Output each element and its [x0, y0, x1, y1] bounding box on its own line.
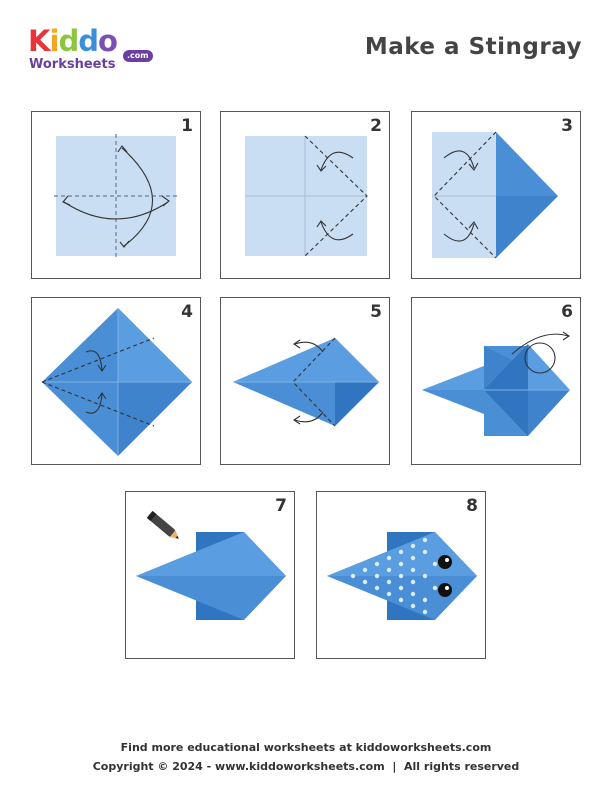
- step-1-diagram: [54, 134, 178, 258]
- logo-letter: i: [49, 24, 59, 58]
- logo-letter: o: [97, 24, 118, 58]
- logo-wordmark: Kiddo: [28, 24, 118, 58]
- eye-icon: [438, 555, 452, 569]
- step-8-diagram: [327, 532, 477, 620]
- step-3-panel: 3: [411, 111, 581, 279]
- step-number: 4: [181, 302, 193, 322]
- step-5-panel: 5: [220, 297, 390, 465]
- step-6-diagram: [422, 331, 570, 436]
- step-number: 7: [275, 496, 287, 516]
- logo-letter: d: [58, 24, 79, 58]
- pencil-icon: [146, 510, 179, 539]
- step-7-diagram: [136, 510, 286, 620]
- step-1-panel: 1: [31, 111, 201, 279]
- step-number: 2: [370, 116, 382, 136]
- step-5-diagram: [233, 337, 379, 427]
- step-number: 1: [181, 116, 193, 136]
- step-number: 8: [466, 496, 478, 516]
- eye-icon: [438, 583, 452, 597]
- footer-line-2: Copyright © 2024 - www.kiddoworksheets.c…: [92, 760, 520, 773]
- footer-line-1: Find more educational worksheets at kidd…: [120, 741, 492, 754]
- step-8-panel: 8: [316, 491, 486, 659]
- logo-subtitle: Worksheets: [29, 57, 116, 72]
- step-4-panel: 4: [31, 297, 201, 465]
- logo-letter: d: [78, 24, 99, 58]
- page-title: Make a Stingray: [364, 34, 582, 60]
- step-6-panel: 6: [411, 297, 581, 465]
- step-number: 6: [561, 302, 573, 322]
- stingray-spots: [350, 537, 438, 615]
- step-number: 5: [370, 302, 382, 322]
- logo-com-badge: .com: [123, 50, 153, 62]
- step-3-diagram: [432, 131, 558, 259]
- step-7-panel: 7: [125, 491, 295, 659]
- logo-letter: K: [28, 24, 51, 58]
- step-4-diagram: [41, 308, 192, 456]
- step-number: 3: [561, 116, 573, 136]
- kiddo-logo: Kiddo Worksheets .com: [28, 24, 158, 80]
- step-2-diagram: [245, 135, 368, 257]
- step-2-panel: 2: [220, 111, 390, 279]
